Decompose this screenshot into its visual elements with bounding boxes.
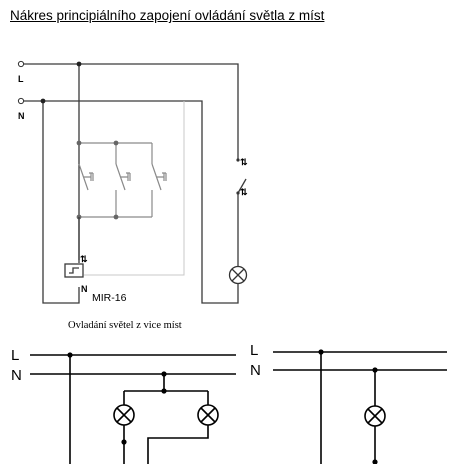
pushbutton-3-icon — [151, 163, 167, 191]
relay-step-icon — [69, 267, 79, 274]
junction-dot — [40, 98, 46, 104]
lower-right-diagram: L N — [250, 342, 447, 464]
lamp-cross-icon — [228, 265, 248, 285]
terminal-n-label: N — [18, 111, 25, 121]
relay-coil-icon — [64, 263, 84, 278]
remote-switch-top-symbol: ⇅ — [240, 157, 248, 167]
n-wire — [24, 100, 239, 304]
junction-dot — [372, 459, 378, 464]
relay-output-wire — [84, 101, 185, 276]
lamp-3-icon — [364, 405, 386, 427]
junction-dot — [113, 214, 119, 220]
junction-dot — [113, 140, 119, 146]
n-relay-wire — [42, 101, 80, 304]
lower-left-lamp-wires — [123, 425, 209, 464]
junction-dot — [76, 140, 82, 146]
terminal-l-label: L — [18, 74, 24, 84]
pushbutton-2-icon — [115, 163, 131, 191]
lower-caption: Ovladání světel z vice míst — [68, 320, 182, 331]
upper-wiring-diagram: L N ⇅ N MIR-16 — [17, 60, 248, 304]
junction-dot — [76, 61, 82, 67]
lower-left-l-label: L — [11, 347, 19, 364]
diagram-title: Nákres principiálního zapojení ovládání … — [10, 8, 325, 23]
junction-dot — [161, 388, 167, 394]
junction-dot — [121, 439, 127, 445]
relay-switch-symbol: ⇅ — [80, 254, 88, 264]
lower-right-n-label: N — [250, 362, 261, 379]
switch-leg — [115, 143, 153, 217]
lamp-2-icon — [197, 404, 219, 426]
remote-switch-bottom-symbol: ⇅ — [240, 187, 248, 197]
lamp-1-icon — [113, 404, 135, 426]
lower-left-n-label: N — [11, 367, 22, 384]
terminal-n-icon — [17, 97, 25, 105]
pushbutton-1-icon — [78, 163, 94, 191]
l-wire — [24, 63, 239, 160]
lower-right-l-label: L — [250, 342, 258, 359]
lower-left-diagram: L N — [11, 347, 236, 464]
terminal-l-icon — [17, 60, 25, 68]
relay-name-label: MIR-16 — [92, 292, 127, 304]
relay-n-label: N — [81, 284, 88, 294]
